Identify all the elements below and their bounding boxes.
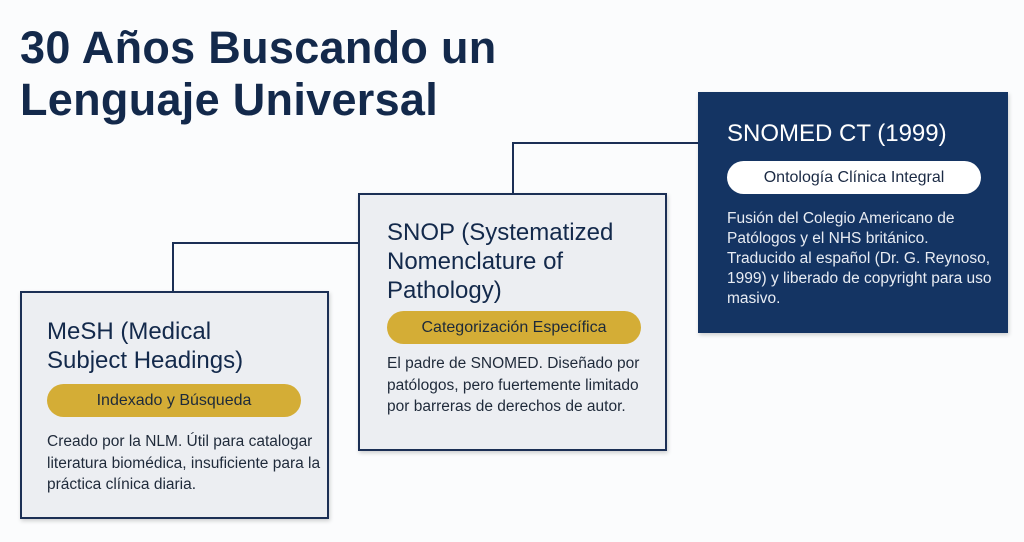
connector-mesh-vertical <box>172 242 174 292</box>
connector-snop-horizontal <box>512 142 699 144</box>
page-title: 30 Años Buscando un Lenguaje Universal <box>20 22 497 126</box>
card-tag: Indexado y Búsqueda <box>47 384 301 417</box>
card-snop: SNOP (Systematized Nomenclature of Patho… <box>358 193 667 451</box>
card-heading: SNOMED CT (1999) <box>727 120 947 147</box>
connector-mesh-horizontal <box>172 242 359 244</box>
card-body: Fusión del Colegio Americano de Patólogo… <box>727 210 992 307</box>
title-line-2: Lenguaje Universal <box>20 74 439 125</box>
title-line-1: 30 Años Buscando un <box>20 22 497 73</box>
connector-snop-vertical <box>512 142 514 194</box>
card-snomed: SNOMED CT (1999) Ontología Clínica Integ… <box>698 92 1008 333</box>
card-tag: Ontología Clínica Integral <box>727 161 981 194</box>
card-mesh: MeSH (Medical Subject Headings) Indexado… <box>20 291 329 519</box>
card-tag: Categorización Específica <box>387 311 641 344</box>
card-heading: SNOP (Systematized Nomenclature of Patho… <box>387 219 614 304</box>
card-body: El padre de SNOMED. Diseñado por patólog… <box>387 355 640 415</box>
card-heading: MeSH (Medical Subject Headings) <box>47 318 244 374</box>
card-body: Creado por la NLM. Útil para catalogar l… <box>47 433 321 493</box>
